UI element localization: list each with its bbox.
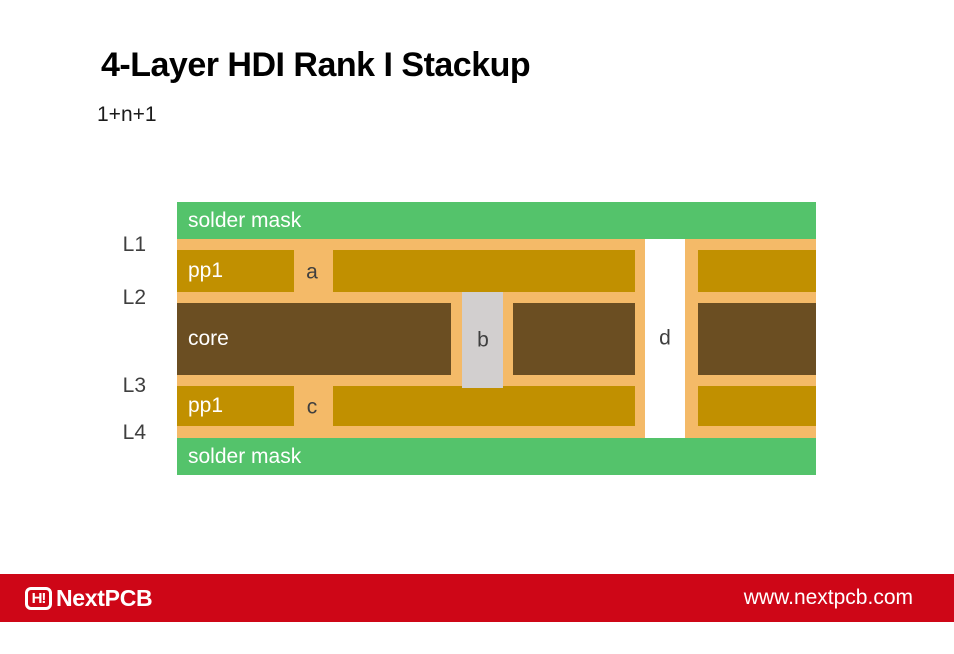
layer-label-l4: L4 (122, 421, 146, 444)
prepreg-field: pp1 core pp1 (177, 239, 816, 438)
layer-label-l3: L3 (122, 374, 146, 397)
layer-label-l1: L1 (122, 233, 146, 256)
solder-mask-top: solder mask (177, 202, 816, 239)
core-block-left: core (177, 303, 451, 375)
pp1-block-top-middle (333, 250, 635, 292)
footer-website-link: www.nextpcb.com (743, 586, 913, 609)
through-hole-d (645, 239, 685, 438)
pp1-bottom-label: pp1 (188, 394, 224, 417)
nextpcb-logo-icon: H! (25, 586, 52, 610)
layer-label-l2: L2 (122, 286, 146, 309)
via-label-d: d (659, 326, 671, 350)
stackup-diagram: solder mask pp1 core pp1 a b c d solder … (177, 202, 816, 475)
footer-bar: H! NextPCB www.nextpcb.com (0, 574, 954, 622)
page-title: 4-Layer HDI Rank I Stackup (101, 46, 531, 84)
via-label-b: b (477, 328, 489, 352)
pp1-block-bottom-right (698, 386, 816, 426)
solder-mask-bottom: solder mask (177, 438, 816, 475)
buried-via-b (462, 292, 503, 388)
nextpcb-logo: H! NextPCB (25, 574, 153, 622)
via-label-a: a (306, 260, 318, 284)
core-block-right (698, 303, 816, 375)
core-label: core (188, 327, 229, 350)
pp1-block-top-left: pp1 (177, 250, 294, 292)
pp1-block-bottom-left: pp1 (177, 386, 294, 426)
core-block-middle (513, 303, 635, 375)
via-label-c: c (306, 395, 318, 419)
pp1-block-top-right (698, 250, 816, 292)
solder-mask-bottom-label: solder mask (188, 444, 302, 468)
stackup-formula: 1+n+1 (97, 103, 157, 126)
pp1-top-label: pp1 (188, 259, 224, 282)
pp1-block-bottom-middle (333, 386, 635, 426)
solder-mask-top-label: solder mask (188, 208, 302, 232)
nextpcb-logo-text: NextPCB (56, 584, 153, 611)
